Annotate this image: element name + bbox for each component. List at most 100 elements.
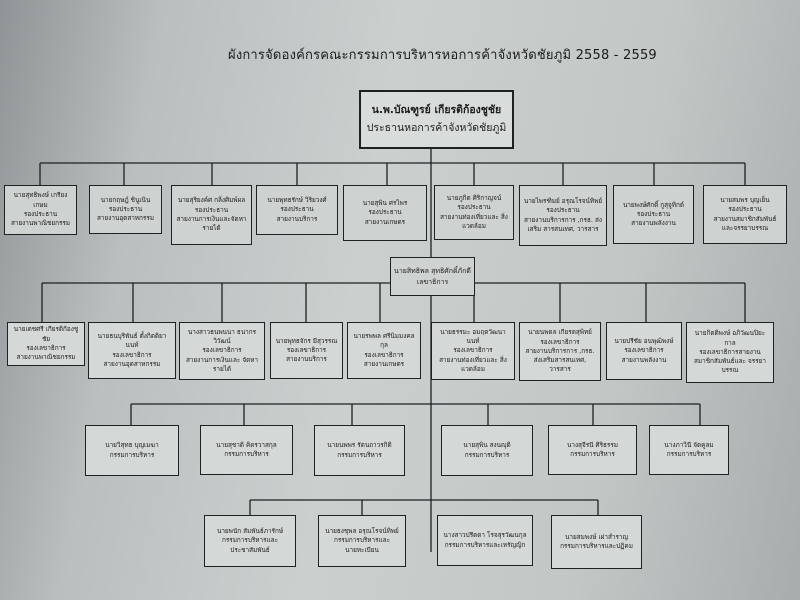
person-name: นางสาวธนพนนา ธนากรวิวัฒน์ [187,327,257,346]
person-dept: สายงานบริการการ ,กรธ. ส่งเสริมสารสนเทศ, … [525,346,595,374]
person-name: นายนพพร รัตนถาวรกิติ [327,441,392,450]
person-role: เลขาธิการ [416,277,449,286]
person-role: รองเลขาธิการ [364,350,404,359]
person-dept: สายงานการเงินและจัดหา รายได้ [176,215,247,233]
deputy-secretary-box: นางสาวธนพนนา ธนากรวิวัฒน์ รองเลขาธิการ ส… [179,322,265,380]
person-role: กรรมการบริหาร [109,450,155,459]
person-name: นายรพพล ศรีนิมมงคลกุล [353,331,415,350]
person-role: กรรมการบริหาร [337,450,382,459]
committee-box: นายวิสุทธ บุญเมฆา กรรมการบริหาร [85,425,179,476]
committee-box: นางสุจีรนี ศิริธรรม กรรมการบริหาร [548,425,637,475]
person-name: นายกิตติพงษ์ อภิวัฒนปิยะกาล [694,329,766,347]
person-dept: สายงานพลังงาน [621,355,667,364]
person-role: รองประธาน [194,205,229,214]
person-name: นางสุจีรนี ศิริธรรม [566,440,619,449]
deputy-secretary-box: นายกิตติพงษ์ อภิวัฒนปิยะกาล รองเลขาธิการ… [686,322,774,383]
president-role: ประธานหอการค้าจังหวัดชัยภูมิ [366,121,507,134]
person-dept: สายงานท่องเที่ยวและ สิ่งแวดล้อม [439,355,507,373]
vice-president-box: นายสุริยงค์ศ กลิ่งศิมพ์ผล รองประธาน สายง… [171,185,252,245]
person-role: กรรมการบริหารและปฏิคม [560,542,633,550]
person-dept: สายงานพาณิชยกรรม [10,219,71,228]
person-role: รองประธาน [728,205,762,214]
person-role: รองเลขาธิการ [540,337,580,346]
committee-box: นายธงชุพล อรุณโรจน์ทิพย์ กรรมการบริหารแล… [318,515,406,567]
person-role: กรรมการบริหารและ [221,536,279,545]
person-name: นายพนัก สัมพันธ์ภารักษ์ [216,527,284,536]
person-dept: นายทะเบียน [345,545,379,554]
vice-president-box: นายสมพร บุญเย็น รองประธาน สายงานสมาชิกสั… [703,185,787,244]
vice-president-box: นายภูกิต ศิริกาญจน์ รองประธาน สายงานท่อง… [434,185,514,240]
person-name: นายสุพิน สงนญุติ [463,441,511,450]
chart-title: ผังการจัดองค์กรคณะกรรมการบริหารหอการค้าจ… [228,48,657,63]
person-name: นายกฤษฎ์ ชินูเนิน [100,195,151,204]
committee-box: นายพนัก สัมพันธ์ภารักษ์ กรรมการบริหารและ… [204,515,296,567]
person-role: รองประธาน [368,208,402,217]
deputy-secretary-box: นายนพดล เกียรตสุพิทย์ รองเลขาธิการ สายงา… [519,322,601,381]
person-role: รองประธาน [108,204,143,213]
person-role: กรรมการบริหาร [570,450,615,458]
secretary-general-box: นายสิทธิพล สุทธิศักดิ์ภักดี เลขาธิการ [390,257,475,296]
person-name: นายพงษ์ศักดิ์ กูสุจูทิกต์ [622,200,685,209]
person-role: รองประธาน [457,203,491,212]
person-dept: สายงานสมาชิกสัมพันธ์ และจรรยาบรรณ [713,214,777,232]
deputy-secretary-box: นายพุทธจักร มีสุวรรณ รองเลขาธิการ สายงาน… [270,322,343,379]
person-role: กรรมการบริหาร [224,450,269,458]
person-name: นายธนบุริพันธ์ ตั้งกิตติยานนท์ [97,331,167,350]
person-name: นายนพดล เกียรตสุพิทย์ [528,328,592,337]
person-name: นายสมพร บุญเย็น [720,195,770,204]
person-dept: สายงานบริการการ ,กรธ. ส่งเสริม สารสนเทศ,… [524,215,602,233]
person-name: นายพุทธรักษ์ วิริยวงศ์ [267,196,327,205]
person-name: นายสุชาติ คิดรวาสกุล [216,440,277,449]
person-role: รองเลขาธิการ [453,346,493,355]
committee-box: นายสุพิน สงนญุติ กรรมการบริหาร [441,425,533,476]
person-dept: สายงานบริการ [276,214,318,223]
person-name: นายปรีชัย อนพุฒิพงษ์ [614,337,674,346]
vice-president-box: นายสุพิน ศรไพร รองประธาน สายงานเกษตร [343,185,427,241]
vice-president-box: นายสุทธิพงษ์ เกรียงเกษม รองประธาน สายงาน… [4,185,77,235]
person-dept: สายงานอุตสาหกรรม [103,359,161,368]
person-dept: สายงานเกษตร [363,359,405,368]
person-name: นางภาวินี จัดคูลม [664,440,714,449]
person-dept: สายงานท่องเที่ยวและ สิ่งแวดล้อม [440,212,508,230]
deputy-secretary-box: นายรพพล ศรีนิมมงคลกุล รองเลขาธิการ สายงา… [347,322,421,379]
committee-box: นายนพพร รัตนถาวรกิติ กรรมการบริหาร [314,425,405,476]
person-name: นายสุทธิพงษ์ เกรียงเกษม [13,191,68,209]
committee-box: นายสุชาติ คิดรวาสกุล กรรมการบริหาร [200,425,293,475]
person-dept: สายงานบริการ [286,355,327,364]
person-name: นายสิทธิพล สุทธิศักดิ์ภักดี [394,267,471,276]
person-role: รองเลขาธิการ [26,344,66,352]
person-name: นายสุริยงค์ศ กลิ่งศิมพ์ผล [177,196,246,205]
person-role: รองประธาน [280,205,314,214]
person-dept: สายงานพาณิชยกรรม [16,353,76,362]
person-role: รองเลขาธิการสายงาน [699,347,761,356]
person-role: รองประธาน [23,210,58,218]
person-name: นายธงชุพล อรุณโรจน์ทิพย์ [325,527,399,536]
deputy-secretary-box: นายปรีชัย อนพุฒิพงษ์ รองเลขาธิการ สายงาน… [606,322,682,380]
committee-box: นางภาวินี จัดคูลม กรรมการบริหาร [649,425,729,475]
person-name: นายภูกิต ศิริกาญจน์ [446,193,502,202]
person-dept: สายงานพลังงาน [631,219,676,228]
person-dept: สมาชิกสัมพันธ์และ จรรยาบรรณ [694,357,766,375]
committee-box: นางสาวปรีดดา โรจสุรวัฒนกุล กรรมการบริหาร… [437,515,533,566]
committee-box: นายสมพงษ์ เผ่าสำราญ กรรมการบริหารและปฏิค… [551,515,642,569]
vice-president-box: นายไพรฑิมย์ อรุณโรจน์ทิพย์ รองประธาน สาย… [519,185,607,246]
person-name: นายพุทธจักร มีสุวรรณ [275,336,338,345]
person-dept: สายงานอุตสาหกรรม [97,214,154,223]
person-dept: ประชาสัมพันธ์ [230,545,270,554]
person-name: นายวิสุทธ บุญเมฆา [105,441,159,450]
person-name: นางสาวปรีดดา โรจสุรวัฒนกุล [443,531,527,540]
vice-president-box: นายพุทธรักษ์ วิริยวงศ์ รองประธาน สายงานบ… [256,185,338,235]
person-dept: สายงานเกษตร [364,217,406,226]
person-role: รองประธาน [546,206,580,215]
person-role: รองประธาน [636,209,671,218]
person-role: กรรมการบริหารและเหรัญญิก [444,540,526,549]
deputy-secretary-box: นายเดชศรี เกียรติก้องชูชัย รองเลขาธิการ … [7,322,85,366]
vice-president-box: นายพงษ์ศักดิ์ กูสุจูทิกต์ รองประธาน สายง… [613,185,694,244]
person-role: รองเลขาธิการ [112,350,152,359]
person-role: รองเลขาธิการ [202,346,242,355]
person-dept: สายงานการเงินและ จัดหารายได้ [185,355,259,373]
person-role: รองเลขาธิการ [624,346,664,355]
person-name: นายสมพงษ์ เผ่าสำราญ [565,532,628,541]
deputy-secretary-box: นายธรรมะ อมฤตวัฒนานนท์ รองเลขาธิการ สายง… [431,322,515,380]
person-role: กรรมการบริหาร [464,450,510,459]
